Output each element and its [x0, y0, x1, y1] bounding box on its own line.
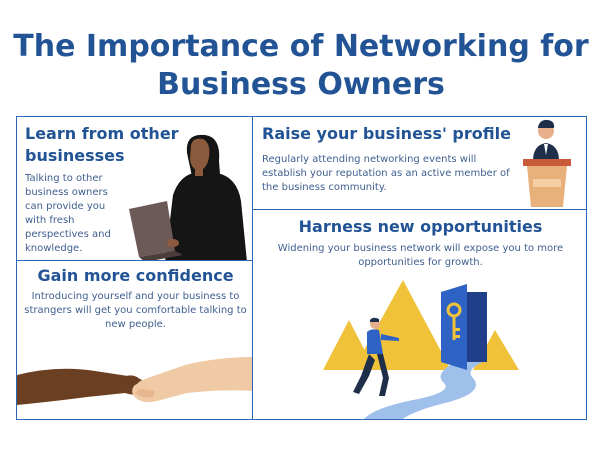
harness-panel: Harness new opportunities Widening your … — [252, 209, 587, 420]
raise-panel: Raise your business' profile Regularly a… — [252, 116, 587, 210]
woman-with-laptop-illustration — [129, 134, 247, 260]
page-title: The Importance of Networking for Busines… — [0, 28, 602, 104]
confidence-body-line: strangers will get you comfortable talki… — [24, 305, 247, 316]
learn-body-line: business owners — [25, 187, 108, 198]
harness-body-line: opportunities for growth. — [358, 257, 483, 268]
page-title-line-1: The Importance of Networking for — [13, 29, 589, 64]
learn-panel: Learn from other businesses Talking to o… — [16, 116, 253, 261]
confidence-body-line: new people. — [105, 319, 166, 330]
raise-body-line: Regularly attending networking events wi… — [262, 154, 477, 165]
learn-body-line: knowledge. — [25, 243, 83, 254]
page-title-line-2: Business Owners — [157, 67, 445, 102]
mountain-center — [353, 280, 451, 370]
opportunity-door-illustration — [323, 280, 519, 419]
speaker-at-podium-illustration — [523, 119, 571, 207]
learn-body: Talking to other business owners can pro… — [25, 172, 111, 256]
confidence-body: Introducing yourself and your business t… — [17, 290, 252, 332]
learn-body-line: with fresh — [25, 215, 75, 226]
handshake-illustration — [17, 357, 252, 405]
learn-heading-line-1: Learn from other — [25, 124, 179, 143]
learn-body-line: perspectives and — [25, 229, 111, 240]
raise-body: Regularly attending networking events wi… — [262, 153, 510, 195]
harness-heading: Harness new opportunities — [298, 217, 543, 236]
harness-body: Widening your business network will expo… — [253, 242, 586, 270]
confidence-body-line: Introducing yourself and your business t… — [31, 291, 240, 302]
raise-heading: Raise your business' profile — [262, 124, 511, 143]
learn-body-line: Talking to other — [25, 173, 103, 184]
winding-path — [364, 358, 483, 419]
learn-heading-line-2: businesses — [25, 146, 125, 165]
learn-body-line: can provide you — [25, 201, 106, 212]
confidence-panel: Gain more confidence Introducing yoursel… — [16, 260, 253, 420]
confidence-heading: Gain more confidence — [37, 266, 234, 285]
raise-body-line: establish your reputation as an active m… — [262, 168, 510, 179]
harness-body-line: Widening your business network will expo… — [277, 243, 564, 254]
raise-body-line: the business community. — [262, 182, 387, 193]
learn-heading: Learn from other businesses — [25, 123, 179, 167]
